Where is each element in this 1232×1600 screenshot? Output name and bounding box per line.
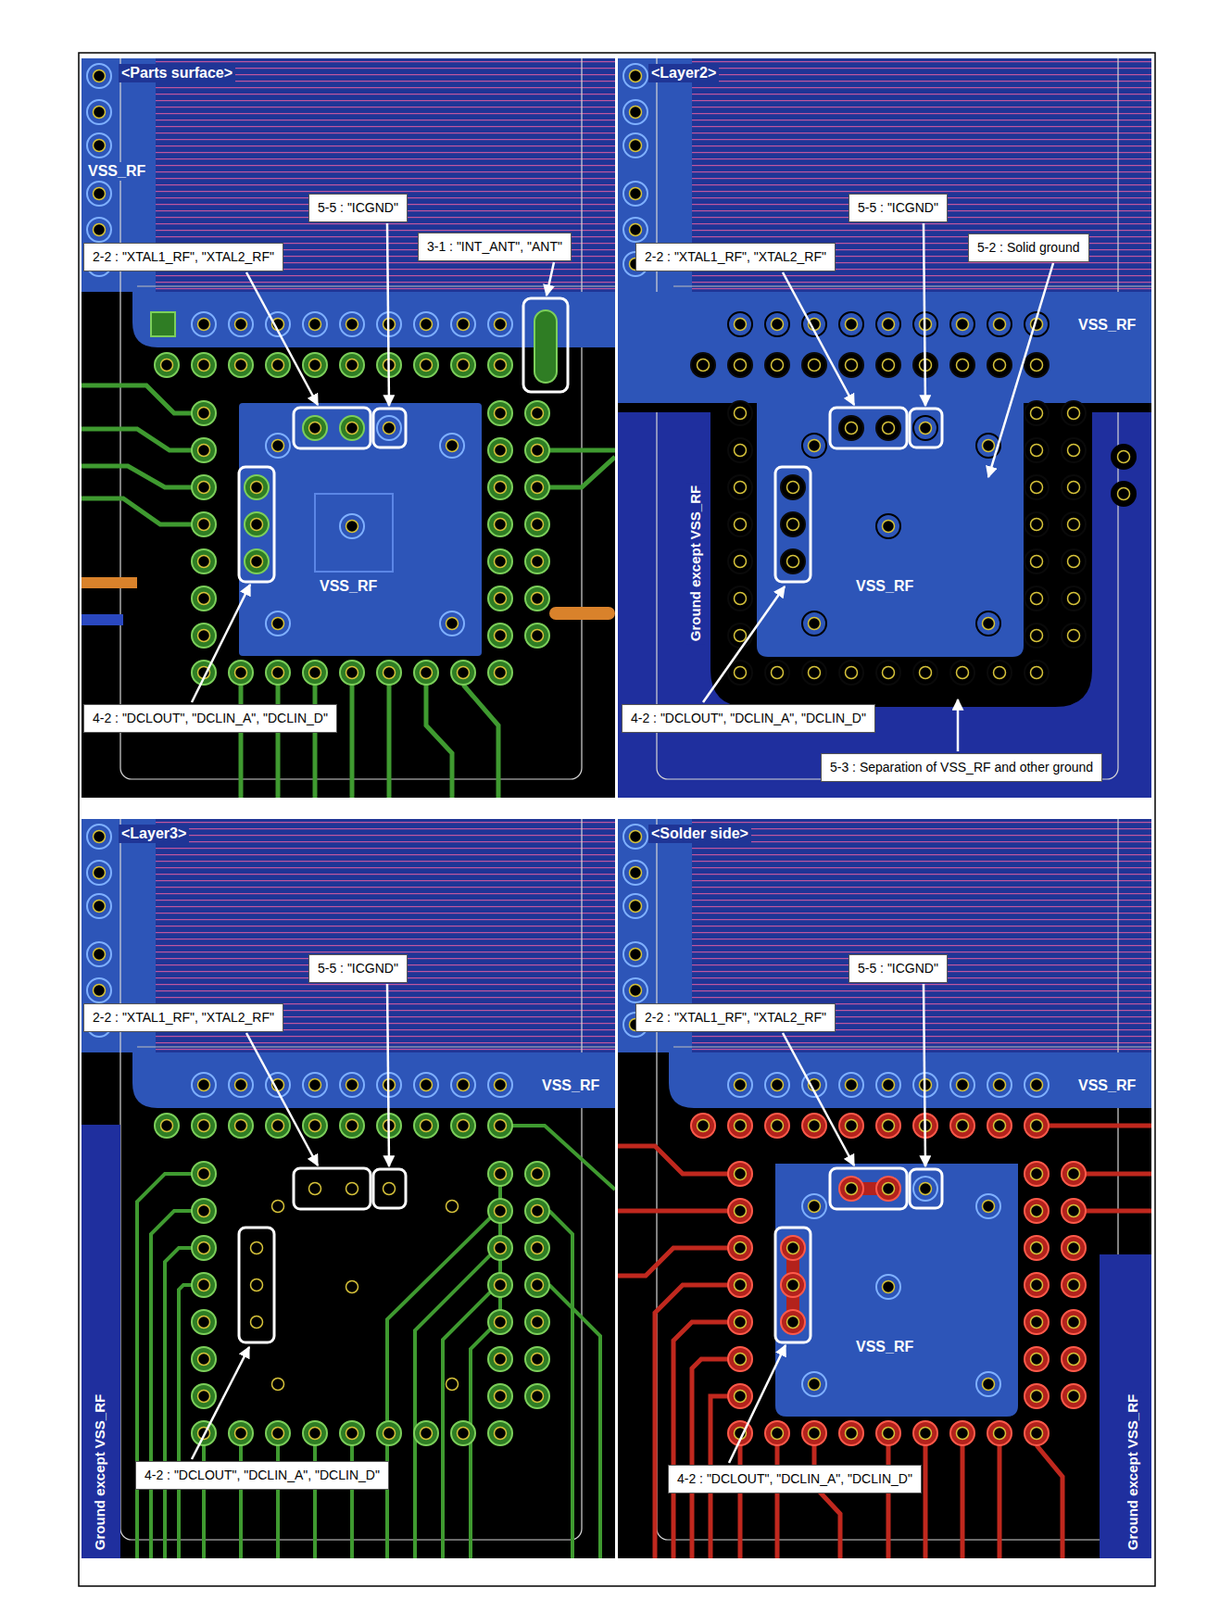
- copper-trace-orange: [549, 606, 616, 620]
- callout-box: 5-2 : Solid ground: [968, 233, 1090, 263]
- layer-view-panel: <Layer2> 5-5 : "ICGND" 2-2 : "XTAL1_RF", "…: [617, 58, 1152, 798]
- layer-view-panel: <Parts surface> 5-5 : "ICGND" 2-2 : "XTAL1…: [81, 58, 616, 798]
- callout-text: 4-2 : "DCLOUT", "DCLIN_A", "DCLIN_D": [630, 710, 867, 726]
- callout-box: 2-2 : "XTAL1_RF", "XTAL2_RF": [635, 242, 836, 272]
- callout-text: 5-2 : Solid ground: [977, 239, 1081, 255]
- callout-text: 5-5 : "ICGND": [857, 200, 939, 215]
- callout-box: 4-2 : "DCLOUT", "DCLIN_A", "DCLIN_D": [135, 1460, 390, 1490]
- callout-text: 2-2 : "XTAL1_RF", "XTAL2_RF": [644, 1009, 827, 1025]
- leader-arrows: [191, 223, 554, 703]
- highlight-outline: [523, 298, 568, 392]
- callout-box: 4-2 : "DCLOUT", "DCLIN_A", "DCLIN_D": [83, 704, 338, 733]
- callout-box: 5-5 : "ICGND": [308, 954, 408, 983]
- callout-text: 2-2 : "XTAL1_RF", "XTAL2_RF": [92, 1009, 275, 1025]
- leader-arrows: [191, 983, 390, 1459]
- vss-rf-square: [238, 402, 482, 656]
- other-ground-strip: [81, 1124, 121, 1559]
- square-pad: [150, 312, 176, 337]
- other-ground-strip: [1099, 1254, 1152, 1559]
- vss-rf-solid-ground: [756, 391, 1024, 657]
- signal-pads: [691, 1113, 1086, 1446]
- solder-side-view: [617, 818, 1152, 1559]
- vss-rf-plane: [617, 291, 1152, 403]
- net-name-label: VSS_RF: [539, 1076, 603, 1095]
- layer-title: <Layer2>: [648, 63, 719, 83]
- copper-traces: [617, 1125, 1152, 1559]
- layer-view-panel: <Layer3> 5-5 : "ICGND" 2-2 : "XTAL1_RF", "…: [81, 818, 616, 1559]
- layer-title: <Layer3>: [118, 824, 189, 843]
- vss-rf-band: [668, 1052, 1152, 1108]
- net-name-label: VSS_RF: [1075, 315, 1139, 335]
- layer-title: <Parts surface>: [118, 63, 236, 83]
- callout-box: 3-1 : "INT_ANT", "ANT": [417, 232, 572, 262]
- vss-rf-band: [132, 1052, 616, 1108]
- callout-box: 4-2 : "DCLOUT", "DCLIN_A", "DCLIN_D": [667, 1464, 922, 1494]
- callout-text: 2-2 : "XTAL1_RF", "XTAL2_RF": [644, 249, 827, 264]
- net-name-label: VSS_RF: [316, 577, 380, 596]
- board-frame: [617, 818, 1152, 1540]
- callout-box: 5-5 : "ICGND": [848, 954, 948, 983]
- callout-box: 2-2 : "XTAL1_RF", "XTAL2_RF": [635, 1003, 836, 1032]
- vss-rf-pads: [191, 1072, 513, 1097]
- highlight-outlines: [238, 407, 406, 582]
- net-name-label: VSS_RF: [85, 162, 149, 181]
- callout-text: 5-3 : Separation of VSS_RF and other gro…: [829, 759, 1094, 775]
- callout-box: 2-2 : "XTAL1_RF", "XTAL2_RF": [83, 242, 284, 272]
- callout-box: 2-2 : "XTAL1_RF", "XTAL2_RF": [83, 1003, 284, 1032]
- callout-box: 5-5 : "ICGND": [308, 193, 408, 223]
- ground-region-label: Ground except VSS_RF: [1123, 1391, 1143, 1553]
- layer-view-panel: <Solder side> 5-5 : "ICGND" 2-2 : "XTAL1_R…: [617, 818, 1152, 1559]
- callout-text: 5-5 : "ICGND": [317, 960, 399, 976]
- vss-rf-square: [775, 1163, 1019, 1417]
- highlight-outlines: [775, 1168, 943, 1343]
- antenna-pad: [534, 310, 557, 383]
- vias: [1111, 444, 1136, 506]
- board-frame: [617, 58, 1152, 780]
- callout-box: 5-5 : "ICGND": [848, 193, 948, 223]
- signal-pads: [154, 352, 550, 685]
- layer-title: <Solder side>: [648, 824, 752, 843]
- callout-box: 4-2 : "DCLOUT", "DCLIN_A", "DCLIN_D": [621, 704, 876, 733]
- callout-text: 4-2 : "DCLOUT", "DCLIN_A", "DCLIN_D": [92, 710, 328, 726]
- signal-pads: [154, 1113, 550, 1446]
- net-name-label: VSS_RF: [853, 1337, 917, 1357]
- ground-region-label: Ground except VSS_RF: [90, 1391, 110, 1553]
- highlight-outlines: [775, 407, 943, 582]
- callout-text: 4-2 : "DCLOUT", "DCLIN_A", "DCLIN_D": [677, 1470, 913, 1486]
- callout-text: 4-2 : "DCLOUT", "DCLIN_A", "DCLIN_D": [144, 1467, 380, 1483]
- net-name-label: VSS_RF: [1075, 1076, 1139, 1095]
- callout-text: 5-5 : "ICGND": [857, 960, 939, 976]
- copper-traces: [137, 1125, 616, 1559]
- layer3-view: [81, 818, 616, 1559]
- leader-arrows: [703, 223, 1054, 752]
- board-frame: [81, 58, 616, 780]
- parts-surface-view: [81, 58, 616, 798]
- callout-box: 5-3 : Separation of VSS_RF and other gro…: [820, 753, 1103, 782]
- callout-text: 3-1 : "INT_ANT", "ANT": [427, 238, 563, 254]
- leader-arrows: [729, 983, 926, 1463]
- copper-trace-orange: [81, 577, 138, 589]
- layer2-view: [617, 58, 1152, 798]
- net-name-label: VSS_RF: [853, 577, 917, 596]
- ground-region-label: Ground except VSS_RF: [686, 482, 705, 644]
- callout-text: 5-5 : "ICGND": [317, 200, 399, 215]
- highlight-outlines: [238, 1168, 406, 1343]
- copper-trace-blue: [81, 614, 124, 626]
- callout-text: 2-2 : "XTAL1_RF", "XTAL2_RF": [92, 249, 275, 264]
